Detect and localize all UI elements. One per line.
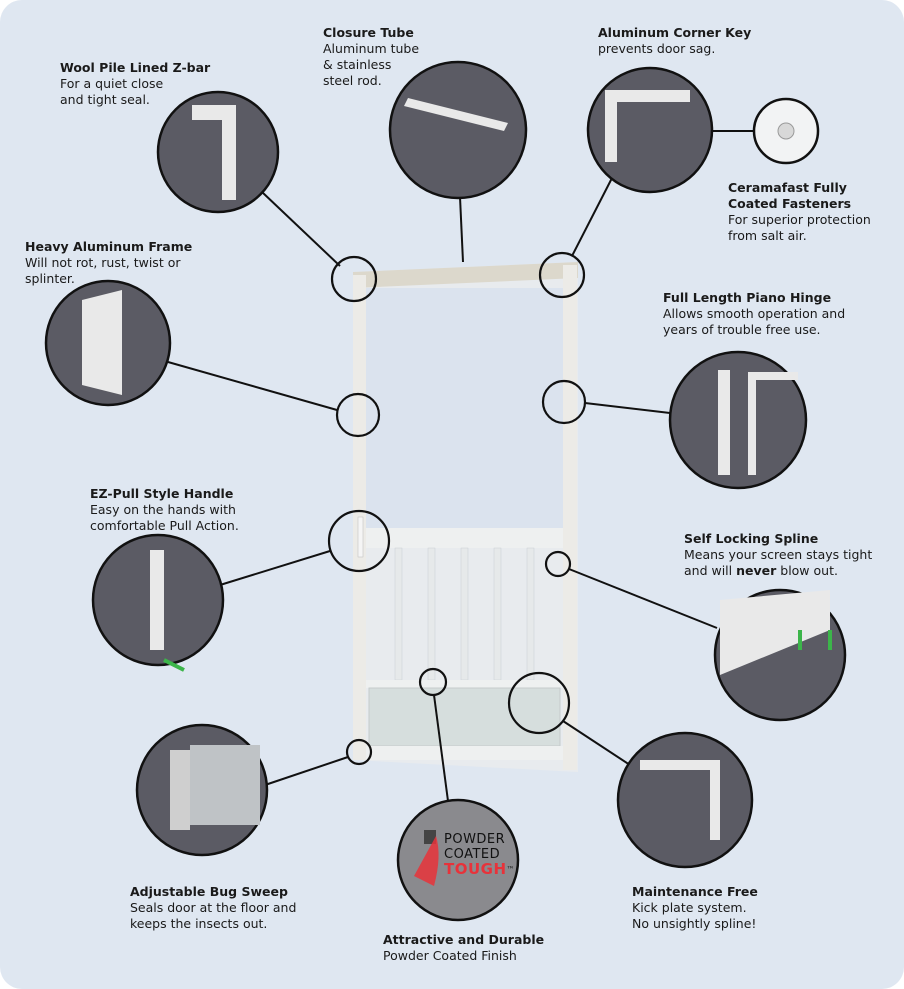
closure-tube-detail (388, 60, 528, 200)
screen-door (353, 262, 578, 772)
powder-coat-logo: POWDER COATED TOUGH™ (444, 832, 516, 878)
piano-hinge-detail (668, 350, 808, 490)
door-detail-markers (327, 251, 587, 766)
powder-coat-logo-mark (414, 830, 439, 886)
leader-lines (167, 130, 754, 802)
z-bar-detail (156, 90, 280, 214)
kick-plate-detail (616, 731, 754, 869)
